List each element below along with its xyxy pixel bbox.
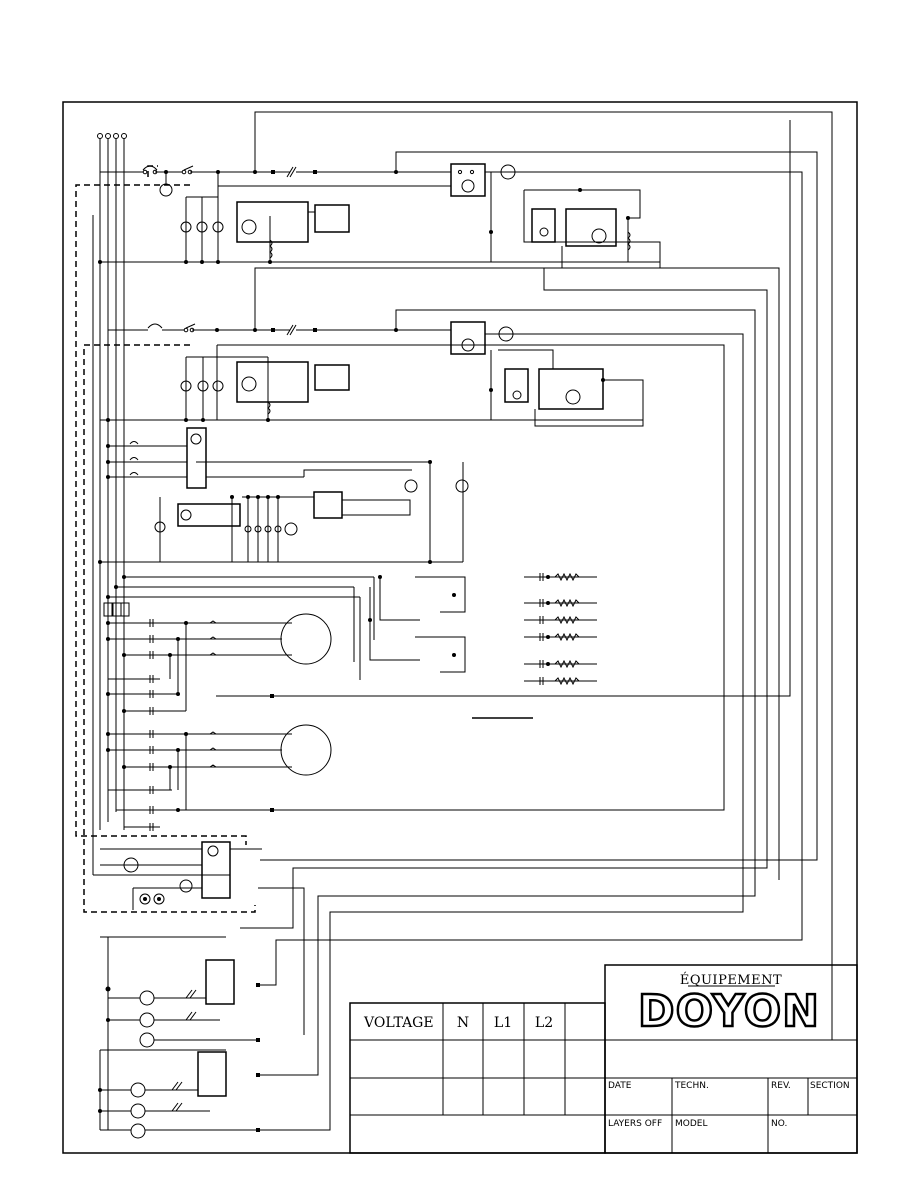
junction-dots <box>98 170 630 1132</box>
no-label: NO. <box>771 1119 787 1129</box>
title-block-grid <box>349 964 858 1154</box>
brand-subtitle: ÉQUIPEMENT <box>680 972 782 988</box>
layers-off-label: LAYERS OFF <box>608 1119 662 1129</box>
column-n: N <box>457 1015 469 1031</box>
rev-label: REV. <box>771 1081 791 1091</box>
brand-logo: DOYON <box>638 986 820 1037</box>
motor-circuit <box>103 576 375 828</box>
control-circuit <box>100 427 469 563</box>
techn-label: TECHN. <box>674 1081 709 1091</box>
model-label: MODEL <box>675 1119 707 1129</box>
column-l2: L2 <box>535 1015 553 1031</box>
voltage-label: VOLTAGE <box>363 1015 434 1031</box>
date-label: DATE <box>608 1081 632 1091</box>
dashed-harness <box>75 165 256 913</box>
column-l1: L1 <box>494 1015 512 1031</box>
circuit-2 <box>100 321 644 427</box>
title-block: ÉQUIPEMENT DOYON VOLTAGE N L1 L2 DATE TE… <box>363 972 850 1129</box>
lower-control <box>99 841 262 1139</box>
circuit-1 <box>100 163 661 269</box>
contact-symbols <box>171 989 197 1112</box>
supply-bus <box>92 133 230 876</box>
return-wires <box>185 111 833 1131</box>
section-label: SECTION <box>810 1081 850 1091</box>
heater-elements <box>369 576 597 719</box>
heater-zigzags <box>149 572 580 831</box>
